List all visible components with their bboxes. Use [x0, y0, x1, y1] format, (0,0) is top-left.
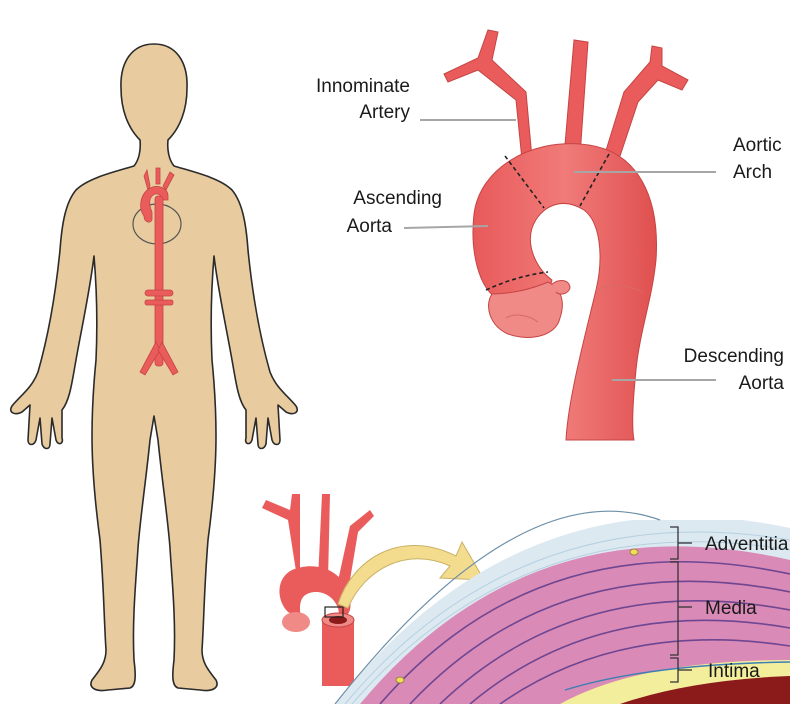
innominate-branch — [444, 30, 532, 160]
label-intima: Intima — [708, 661, 760, 682]
label-media: Media — [705, 598, 757, 619]
label-adventitia: Adventitia — [705, 534, 789, 555]
label-descending-line1: Descending — [684, 346, 784, 367]
body-silhouette — [11, 44, 298, 691]
aorta-cross-section-cylinder — [322, 620, 354, 686]
label-innominate-line1: Innominate — [316, 76, 410, 97]
label-descending-line2: Aorta — [739, 373, 785, 394]
aorta-illustration — [444, 30, 688, 440]
label-ascending-line2: Aorta — [347, 216, 393, 237]
label-aortic-line2: Arch — [733, 162, 772, 183]
human-body-figure — [11, 44, 298, 691]
aorta-labels: Innominate Artery Aortic Arch Ascending … — [316, 76, 784, 394]
carotid-branch — [564, 40, 588, 156]
label-innominate-line2: Artery — [359, 102, 410, 123]
label-aortic-line1: Aortic — [733, 135, 782, 156]
label-ascending-line1: Ascending — [353, 188, 442, 209]
